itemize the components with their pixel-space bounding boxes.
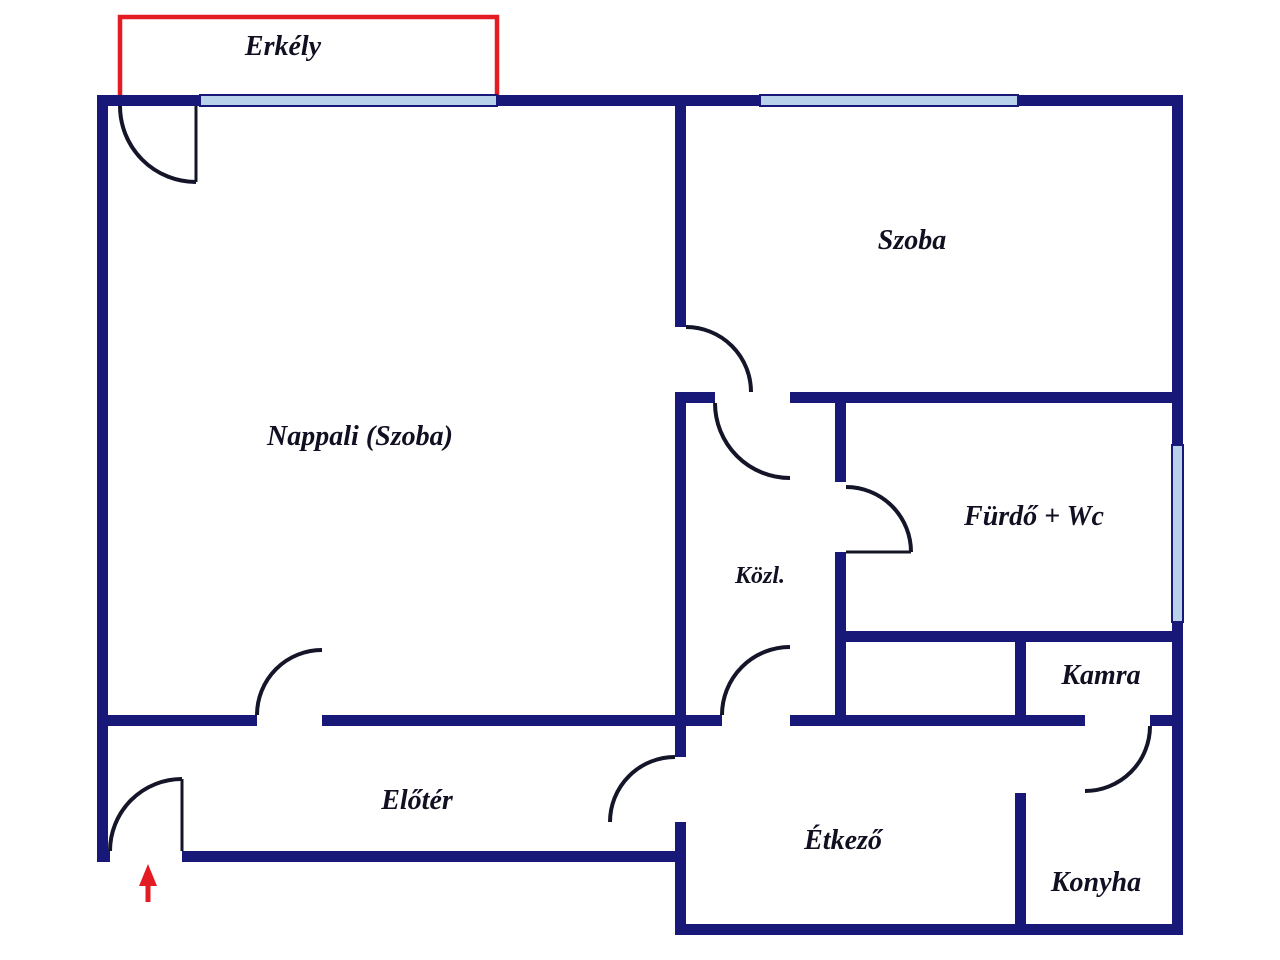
wall-etkezo-konyha [1015, 793, 1026, 935]
wall-mid-horizontal-2 [322, 715, 722, 726]
door-arc-eloter-etkezo [608, 755, 676, 823]
door-arc-szoba [685, 325, 753, 393]
wall-bottom-eloter [182, 851, 686, 862]
room-label-eloter: Előtér [380, 785, 454, 816]
room-label-konyha: Konyha [1050, 867, 1141, 898]
door-arc-entrance [108, 777, 183, 852]
wall-kozl-furdo-upper [835, 392, 846, 482]
door-arc-balcony [118, 105, 197, 184]
door-arc-furdo [845, 485, 913, 553]
wall-eloter-etkezo-lower [675, 822, 686, 935]
wall-szoba-bottom-stub [686, 392, 715, 403]
window-balcony [199, 94, 498, 107]
room-label-kamra: Kamra [1060, 660, 1140, 691]
room-label-szoba: Szoba [878, 225, 946, 256]
wall-left [97, 95, 108, 862]
wall-szoba-bottom [790, 392, 1183, 403]
wall-bottom-kitchen [675, 924, 1183, 935]
window-szoba [759, 94, 1019, 107]
wall-mid-horizontal-3 [790, 715, 1085, 726]
door-arc-kozl-eloter [720, 645, 791, 716]
room-label-kozlekedo: Közl. [734, 563, 785, 589]
room-label-nappali: Nappali (Szoba) [266, 421, 453, 452]
entrance-arrow-icon [139, 864, 157, 886]
wall-furdo-kamra [835, 631, 1183, 642]
room-label-erkely: Erkély [244, 31, 322, 62]
wall-top [97, 95, 1183, 106]
wall-mid-horizontal-1 [97, 715, 257, 726]
wall-bottom-left-stub [97, 851, 110, 862]
room-label-etkezo: Étkező [803, 825, 884, 856]
window-furdo [1171, 444, 1184, 623]
wall-nappali-kozl [675, 392, 686, 757]
wall-kamra-left [1015, 642, 1026, 726]
wall-mid-horizontal-4 [1150, 715, 1183, 726]
wall-nappali-szoba-upper [675, 95, 686, 327]
door-arc-kozl-szoba [713, 402, 791, 480]
door-arc-nappali [255, 648, 323, 716]
balcony-outline [117, 14, 500, 95]
room-label-furdo-wc: Fürdő + Wc [963, 501, 1104, 532]
door-arc-kamra [1084, 725, 1152, 793]
